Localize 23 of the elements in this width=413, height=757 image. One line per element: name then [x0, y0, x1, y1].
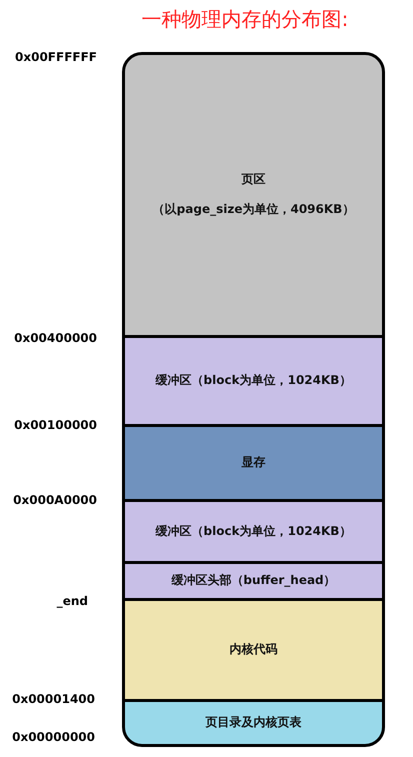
region-name: 显存 — [242, 455, 266, 471]
region-name: 页区 — [242, 172, 266, 188]
address-label: 0x00400000 — [14, 331, 97, 345]
region-name: 缓冲区（block为单位，1024KB） — [156, 373, 352, 389]
region-name: 缓冲区头部（buffer_head） — [171, 573, 336, 589]
region-name: 内核代码 — [230, 642, 278, 658]
memory-region — [122, 561, 385, 601]
memory-region — [122, 499, 385, 564]
memory-region — [122, 699, 385, 747]
memory-region — [122, 424, 385, 502]
diagram-title: 一种物理内存的分布图: — [140, 6, 350, 33]
address-label: 0x00FFFFFF — [15, 50, 97, 64]
memory-region — [122, 598, 385, 702]
address-label: _end — [56, 594, 88, 608]
address-label: 0x000A0000 — [13, 493, 97, 507]
region-name: 页目录及内核页表 — [206, 715, 302, 731]
region-note: （以page_size为单位，4096KB） — [152, 202, 354, 218]
region-name: 缓冲区（block为单位，1024KB） — [156, 524, 352, 540]
address-label: 0x00100000 — [14, 418, 97, 432]
memory-region — [122, 335, 385, 427]
memory-region — [122, 52, 385, 338]
address-label: 0x00000000 — [12, 730, 95, 744]
address-label: 0x00001400 — [12, 692, 95, 706]
